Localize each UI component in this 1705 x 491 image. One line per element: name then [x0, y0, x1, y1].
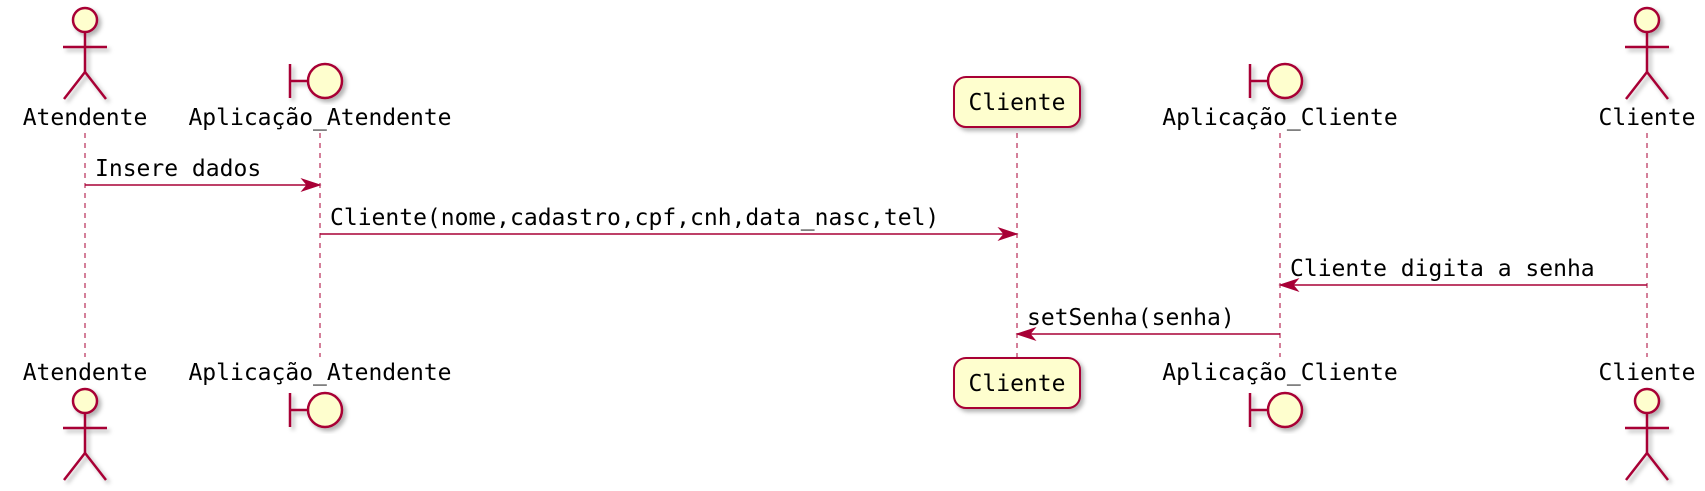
- participant-bottom-aplicacao_atendente: Aplicação_Atendente: [188, 360, 452, 429]
- message-arrowhead: [1015, 326, 1037, 342]
- message-3: Cliente digita a senha: [1278, 256, 1647, 293]
- messages: Insere dadosCliente(nome,cadastro,cpf,cn…: [85, 156, 1647, 342]
- participant-label: Aplicação_Atendente: [188, 105, 451, 131]
- message-label: Cliente(nome,cadastro,cpf,cnh,data_nasc,…: [330, 205, 939, 231]
- actor-icon: [1625, 6, 1669, 100]
- participant-box: [953, 76, 1081, 128]
- participant-bottom-cliente_obj: Cliente: [953, 357, 1081, 409]
- participant-label: Cliente: [1599, 105, 1696, 131]
- participant-top-aplicacao_atendente: Aplicação_Atendente: [188, 62, 452, 131]
- message-2: Cliente(nome,cadastro,cpf,cnh,data_nasc,…: [320, 205, 1019, 242]
- participant-bottom-aplicacao_cliente: Aplicação_Cliente: [1162, 360, 1398, 429]
- participant-box-label: Cliente: [969, 371, 1066, 397]
- participant-box: [953, 357, 1081, 409]
- message-1: Insere dados: [85, 156, 322, 193]
- participant-label: Aplicação_Atendente: [188, 360, 451, 386]
- participant-label: Aplicação_Cliente: [1162, 105, 1397, 131]
- lifelines: [84, 133, 1648, 357]
- participant-bottom-cliente_actor: Cliente: [1599, 360, 1696, 481]
- participant-top-atendente: Atendente: [23, 6, 148, 131]
- actor-icon: [63, 6, 107, 100]
- boundary-icon: [1248, 391, 1304, 429]
- participant-top-aplicacao_cliente: Aplicação_Cliente: [1162, 62, 1398, 131]
- participant-bottom-atendente: Atendente: [23, 360, 148, 481]
- participant-label: Cliente: [1599, 360, 1696, 386]
- boundary-icon: [288, 62, 344, 100]
- participant-top-cliente_obj: Cliente: [953, 76, 1081, 128]
- message-label: setSenha(senha): [1027, 305, 1235, 331]
- participant-top-cliente_actor: Cliente: [1599, 6, 1696, 131]
- actor-icon: [63, 387, 107, 481]
- boundary-icon: [1248, 62, 1304, 100]
- participants: AtendenteAtendenteAplicação_AtendenteApl…: [23, 6, 1696, 481]
- participant-label: Atendente: [23, 360, 148, 386]
- boundary-icon: [288, 391, 344, 429]
- participant-label: Aplicação_Cliente: [1162, 360, 1397, 386]
- message-4: setSenha(senha): [1015, 305, 1280, 342]
- participant-box-label: Cliente: [969, 90, 1066, 116]
- message-arrowhead: [300, 177, 322, 193]
- actor-icon: [1625, 387, 1669, 481]
- message-label: Insere dados: [95, 156, 261, 182]
- participant-label: Atendente: [23, 105, 148, 131]
- message-label: Cliente digita a senha: [1290, 256, 1595, 282]
- message-arrowhead: [997, 226, 1019, 242]
- message-arrowhead: [1278, 277, 1300, 293]
